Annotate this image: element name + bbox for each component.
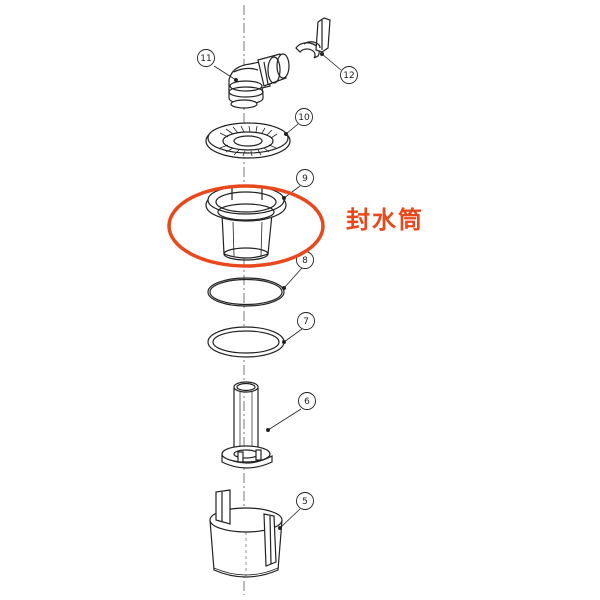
leader-dot-5 — [278, 525, 283, 530]
part-12-clip — [295, 17, 331, 59]
part-number-8: 8 — [302, 256, 308, 266]
part-11-elbow — [228, 53, 290, 109]
leader-dot-7 — [282, 340, 287, 345]
part-bubble-9 — [296, 169, 314, 187]
leader-dot-9 — [282, 196, 287, 201]
part-7-gasket — [207, 326, 285, 358]
leader-line-8 — [283, 267, 303, 289]
part-bubble-7 — [297, 312, 315, 330]
leader-line-11 — [213, 65, 237, 81]
leader-line-5 — [279, 508, 301, 529]
part-number-6: 6 — [304, 397, 310, 407]
leader-line-10 — [285, 123, 299, 135]
leader-dot-10 — [284, 132, 289, 137]
part-number-labels: 11 12 10 9 8 7 6 5 — [197, 49, 358, 530]
leader-dot-12 — [320, 51, 325, 56]
part-5-body — [209, 489, 283, 578]
part-bubble-5 — [296, 492, 314, 510]
part-bubble-6 — [298, 392, 316, 410]
callout-label: 封水筒 — [346, 206, 424, 234]
part-10-strainer-cap — [205, 122, 291, 159]
part-number-11: 11 — [200, 54, 211, 64]
leader-dot-8 — [282, 286, 287, 291]
part-number-7: 7 — [303, 317, 309, 327]
part-bubble-12 — [340, 66, 358, 84]
leader-dot-6 — [266, 428, 271, 433]
callout-highlight-ellipse — [167, 184, 325, 268]
part-9-seal-cylinder — [205, 185, 287, 261]
part-bubble-11 — [197, 49, 215, 67]
leader-line-6 — [267, 408, 302, 431]
part-bubble-10 — [295, 108, 313, 126]
leader-dot-11 — [234, 77, 239, 82]
leader-line-12 — [321, 53, 342, 71]
leader-line-7 — [283, 328, 303, 343]
part-8-o-ring — [207, 277, 285, 307]
part-number-5: 5 — [302, 497, 308, 507]
part-number-12: 12 — [343, 71, 354, 81]
part-number-10: 10 — [298, 113, 310, 123]
part-6-pipe — [221, 381, 273, 469]
part-number-9: 9 — [302, 174, 308, 184]
